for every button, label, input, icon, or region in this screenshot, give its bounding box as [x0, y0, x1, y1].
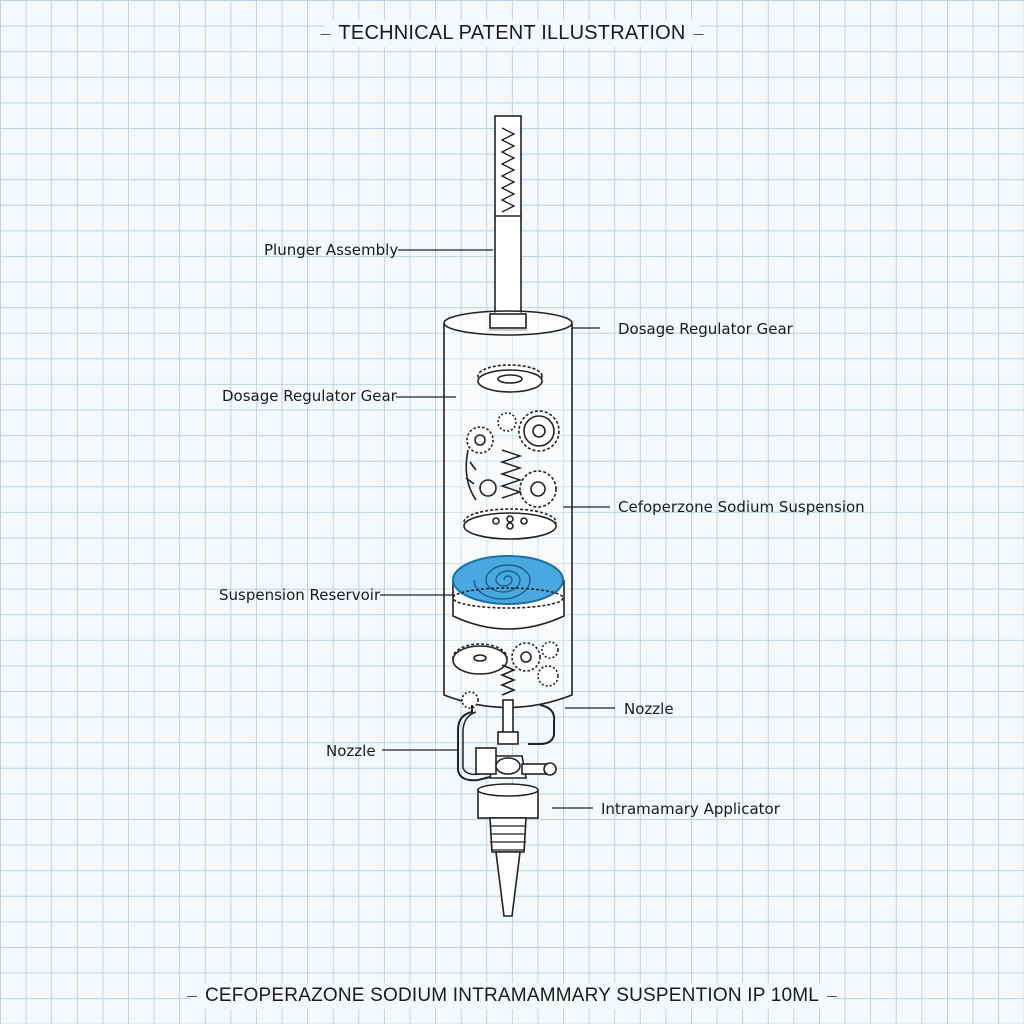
label-cefoperazone-suspension: Cefoperzone Sodium Suspension — [618, 498, 865, 516]
gear-cluster-upper — [463, 364, 560, 540]
label-nozzle-left: Nozzle — [326, 742, 376, 760]
figure-caption: CEFOPERAZONE SODIUM INTRAMAMMARY SUSPENT… — [186, 983, 838, 1009]
nozzle-assembly — [457, 699, 557, 782]
label-nozzle-right: Nozzle — [624, 700, 674, 718]
suspension-reservoir — [452, 555, 565, 630]
label-plunger-assembly: Plunger Assembly — [264, 241, 399, 259]
gear-cluster-lower — [452, 641, 559, 709]
label-suspension-reservoir: Suspension Reservoir — [219, 586, 381, 604]
page-title: TECHNICAL PATENT ILLUSTRATION — [320, 20, 704, 47]
leader-lines — [380, 249, 615, 809]
label-dosage-regulator-gear-right: Dosage Regulator Gear — [618, 320, 793, 338]
plunger-rod — [489, 115, 527, 331]
label-dosage-regulator-gear-left: Dosage Regulator Gear — [222, 387, 397, 405]
intramamary-applicator — [477, 783, 539, 917]
label-intramamary-applicator: Intramamary Applicator — [601, 800, 780, 818]
